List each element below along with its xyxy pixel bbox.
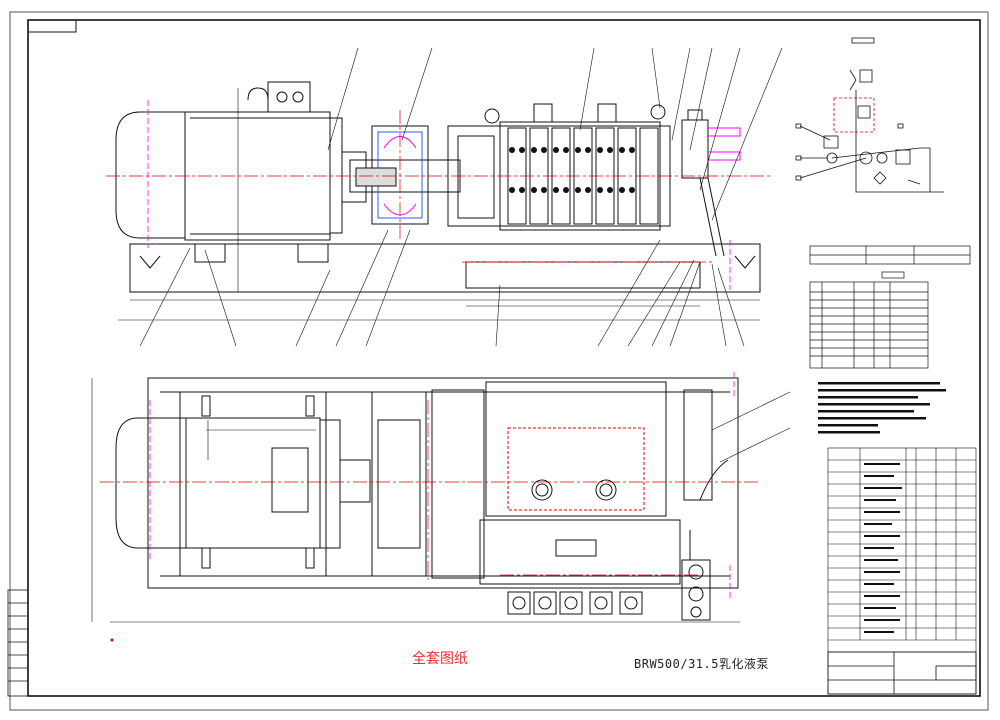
pump-cover: [507, 427, 645, 511]
hydraulic-schematic: [795, 37, 944, 193]
binding-strip: [7, 589, 29, 697]
terminal-box: [267, 81, 311, 113]
plan-view: [91, 377, 791, 623]
notes-block: [818, 382, 946, 434]
inner-frame: [27, 19, 981, 697]
drawing-title: BRW500/31.5乳化液泵: [634, 657, 769, 671]
base-frame: [129, 243, 761, 293]
small-table: [809, 245, 971, 265]
origin-mark: [110, 638, 114, 642]
anchor-bolts: [201, 395, 315, 569]
full-drawing-caption: 全套图纸: [412, 651, 468, 667]
title-block: [827, 651, 977, 695]
plunger-heads: [507, 591, 643, 615]
corner-tab: [27, 19, 77, 33]
motor-end-cap: [115, 111, 186, 239]
centerlines-top: [106, 110, 770, 263]
bom-text-bars: [864, 463, 902, 633]
outer-frame: [9, 11, 989, 711]
magenta-marks-top: [147, 100, 731, 290]
bill-of-materials: [827, 447, 977, 695]
magenta-marks-bottom: [149, 372, 735, 600]
parts-table: [809, 271, 929, 369]
centerlines-bottom: [100, 400, 760, 580]
plan-base: [147, 377, 739, 589]
elevation-view: [115, 47, 783, 347]
